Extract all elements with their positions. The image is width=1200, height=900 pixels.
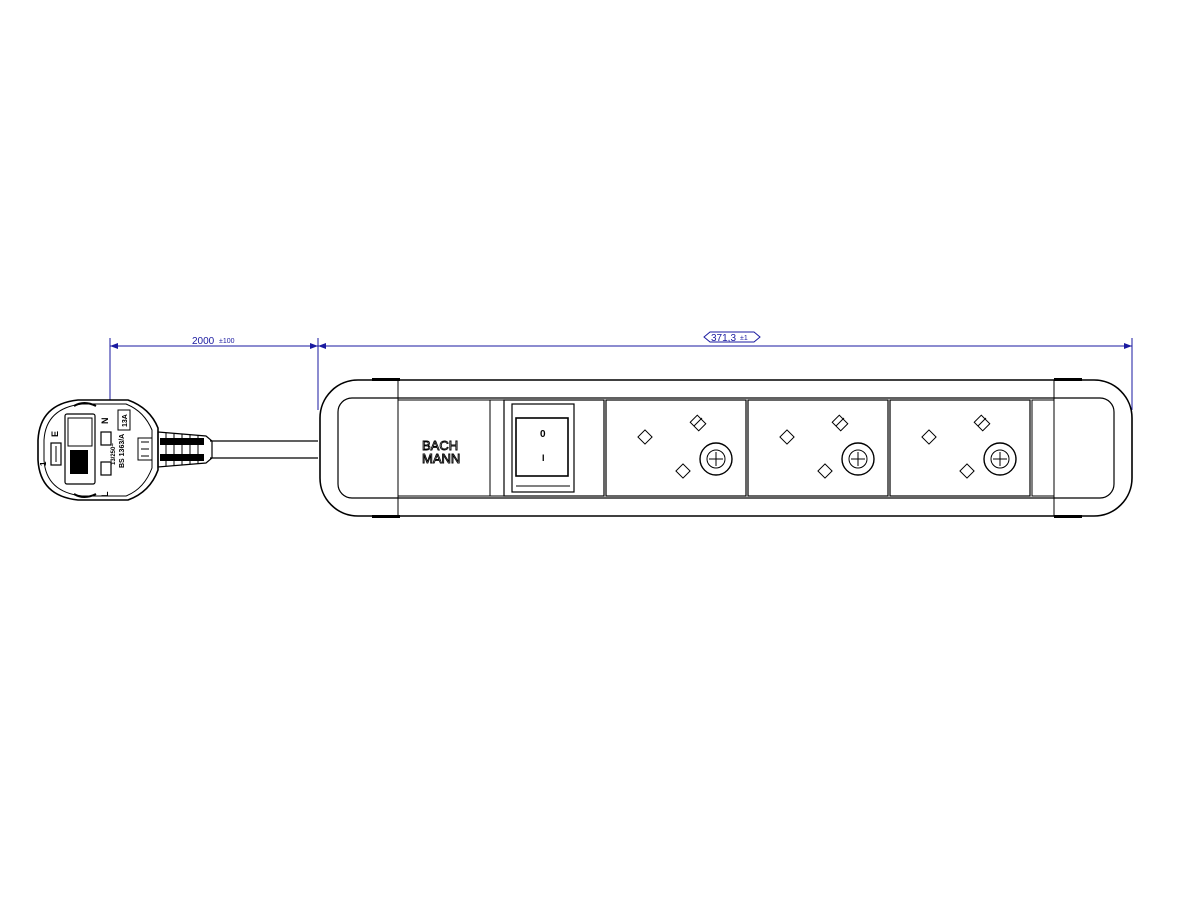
socket-3-neutral-slot xyxy=(973,414,991,432)
strain-relief xyxy=(157,431,213,468)
strip-length-value: 371,3 xyxy=(711,333,736,344)
switch-off-symbol: 0 xyxy=(540,429,546,440)
fuse-indicator: 1 xyxy=(39,461,48,466)
brand-module: BACH MANN xyxy=(422,438,461,467)
fuse-rating-label: 13A xyxy=(122,414,129,427)
uk-plug: E N L 1 BS 1363/A 13/250~ 13A xyxy=(37,399,159,501)
socket-1[interactable] xyxy=(605,399,747,497)
cable xyxy=(210,440,318,459)
socket-3[interactable] xyxy=(889,399,1031,497)
socket-3-earth-slot xyxy=(921,429,937,445)
switch-on-symbol: I xyxy=(542,453,545,463)
rocker-switch[interactable] xyxy=(515,417,569,477)
socket-2-earth-slot xyxy=(779,429,795,445)
cable-length-dimension: 2000 ±100 xyxy=(109,336,319,410)
socket-1-live-slot xyxy=(675,463,691,479)
strip-inner-frame xyxy=(337,397,1115,499)
brand-line-2: MANN xyxy=(422,451,460,466)
cable-length-tolerance: ±100 xyxy=(219,338,235,345)
power-strip xyxy=(319,378,1133,518)
cable-length-value: 2000 xyxy=(192,336,215,347)
brand-line-1: BACH xyxy=(422,438,458,453)
live-pin-icon xyxy=(100,461,112,476)
socket-1-shutter-icon xyxy=(699,442,733,476)
plug-marking-rating: 13/250~ xyxy=(111,443,117,465)
switch-module[interactable]: 0 I xyxy=(503,399,605,497)
socket-1-earth-slot xyxy=(637,429,653,445)
neutral-pin-icon xyxy=(100,431,112,446)
live-label: L xyxy=(100,491,110,497)
socket-2-shutter-icon xyxy=(841,442,875,476)
socket-1-neutral-slot xyxy=(689,414,707,432)
socket-3-live-slot xyxy=(959,463,975,479)
earth-label: E xyxy=(50,431,60,437)
strip-length-tolerance: ±1 xyxy=(740,335,748,342)
strip-length-frame xyxy=(703,331,761,343)
strip-outer-frame xyxy=(319,379,1133,517)
socket-2-neutral-slot xyxy=(831,414,849,432)
strip-length-dimension: 371,3 ±1 xyxy=(318,331,1133,410)
socket-2-live-slot xyxy=(817,463,833,479)
earth-pin-icon xyxy=(50,442,62,466)
socket-3-shutter-icon xyxy=(983,442,1017,476)
socket-2[interactable] xyxy=(747,399,889,497)
fuse-carrier xyxy=(64,413,96,485)
plug-marking-standard: BS 1363/A xyxy=(119,434,126,468)
neutral-label: N xyxy=(100,418,110,425)
